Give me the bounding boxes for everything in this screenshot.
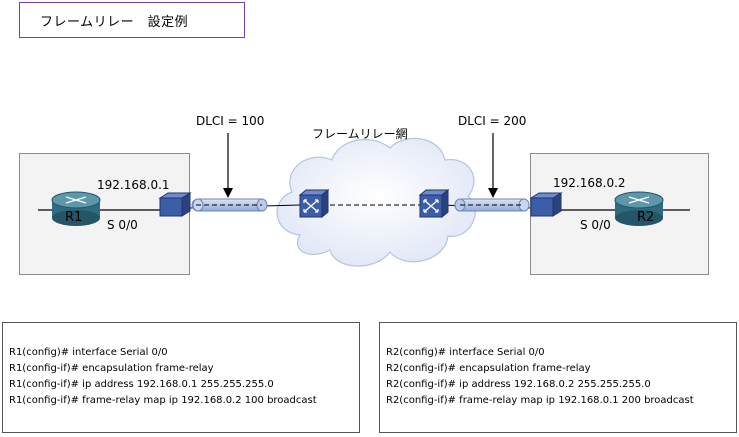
fr-switch-right-icon xyxy=(418,188,450,219)
r1-config-line: R1(config-if)# frame-relay map ip 192.16… xyxy=(9,395,317,406)
r2-config-line: R2(config-if)# frame-relay map ip 192.16… xyxy=(386,395,694,406)
r2-config-line: R2(config)# interface Serial 0/0 xyxy=(386,347,545,358)
r2-interface-label: S 0/0 xyxy=(580,218,611,232)
frame-relay-cloud xyxy=(276,137,476,267)
dlci-left-label: DLCI = 100 xyxy=(196,114,265,128)
r1-ip-label: 192.168.0.1 xyxy=(97,178,170,192)
r2-name-label: R2 xyxy=(637,210,655,225)
r1-name-label: R1 xyxy=(65,210,83,225)
r1-serial-port-icon xyxy=(158,192,192,217)
r1-interface-label: S 0/0 xyxy=(107,218,138,232)
router-r1-icon xyxy=(51,191,101,226)
page-title: フレームリレー 設定例 xyxy=(40,15,189,30)
r1-config-line: R1(config-if)# ip address 192.168.0.1 25… xyxy=(9,379,274,390)
pvc-tube-left xyxy=(191,198,268,212)
dlci-right-label: DLCI = 200 xyxy=(458,114,527,128)
fr-switch-left-icon xyxy=(298,188,330,219)
title-box: フレームリレー 設定例 xyxy=(19,2,245,38)
r2-config-box: R2(config)# interface Serial 0/0 R2(conf… xyxy=(379,322,737,433)
r2-ip-label: 192.168.0.2 xyxy=(553,176,626,190)
router-r2-icon xyxy=(614,191,664,226)
r2-config-line: R2(config-if)# ip address 192.168.0.2 25… xyxy=(386,379,651,390)
r1-config-line: R1(config)# interface Serial 0/0 xyxy=(9,347,168,358)
r2-serial-port-icon xyxy=(529,192,563,217)
dlci-right-arrow xyxy=(488,133,498,198)
r1-config-line: R1(config-if)# encapsulation frame-relay xyxy=(9,363,214,374)
r2-config-line: R2(config-if)# encapsulation frame-relay xyxy=(386,363,591,374)
pvc-tube-right xyxy=(454,198,530,212)
frame-relay-network-label: フレームリレー網 xyxy=(312,127,408,141)
dlci-left-arrow xyxy=(223,133,233,198)
r1-config-box: R1(config)# interface Serial 0/0 R1(conf… xyxy=(2,322,360,433)
